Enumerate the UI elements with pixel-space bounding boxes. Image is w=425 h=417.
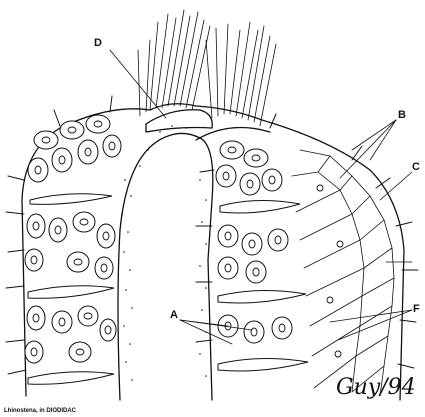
label-f: F [413, 303, 420, 315]
stipple-layer [121, 125, 207, 381]
bristle-tuft-right [206, 22, 276, 126]
label-c: C [412, 161, 420, 173]
right-wall-outer-cells [292, 150, 394, 396]
credit-line: Lhinostena, in DIODIDAC [4, 408, 77, 414]
leader-c [380, 172, 412, 200]
leader-b-2 [370, 120, 396, 160]
label-a: A [170, 309, 178, 321]
bristle-tuft-left [138, 10, 210, 116]
label-b: B [398, 109, 406, 121]
left-wall-cells [25, 115, 121, 384]
leader-f-2 [338, 310, 412, 340]
cap-region [146, 110, 212, 132]
artist-signature: Guy/94 [336, 375, 416, 400]
label-d: D [94, 37, 102, 49]
leader-b-1 [352, 120, 396, 150]
